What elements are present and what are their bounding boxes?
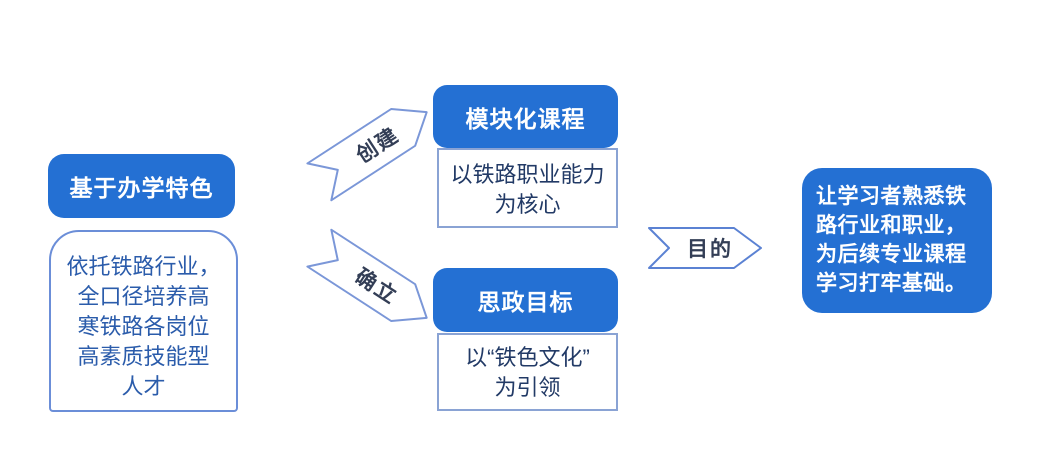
node-ideological-goal-header: 思政目标 [433,268,618,332]
node-ideological-goal-label: 思政目标 [477,289,574,315]
node-modular-courses-header: 模块化课程 [433,85,618,148]
body-line: 以铁路职业能力 [450,162,605,187]
node-modular-courses-label: 模块化课程 [465,105,586,132]
body-line: 为核心 [494,192,561,217]
node-purpose-description: 让学习者熟悉铁 路行业和职业， 为后续专业课程 学习打牢基础。 [802,168,992,313]
chevron-establish-label: 确立 [350,264,402,310]
node-school-feature-header: 基于办学特色 [48,154,235,218]
chevron-banner-shape [306,107,428,202]
body-line: 依托铁路行业， [66,254,221,279]
node-school-feature-body: 依托铁路行业， 全口径培养高 寒铁路各岗位 高素质技能型 人才 [49,230,238,412]
body-line: 全口径培养高 [77,284,210,309]
body-line: 以“铁色文化” [465,345,590,370]
chevron-banner-shape [648,227,762,269]
chevron-create: 创建 [306,92,440,202]
body-line: 为后续专业课程 [816,243,967,266]
body-line: 高素质技能型 [77,344,210,369]
body-line: 为引领 [494,375,561,400]
chevron-banner-shape [306,228,428,323]
chevron-create-label: 创建 [352,123,404,168]
body-line: 寒铁路各岗位 [77,314,210,339]
node-ideological-goal-body: 以“铁色文化” 为引领 [437,333,618,411]
chevron-purpose-label: 目的 [687,238,733,261]
body-line: 路行业和职业， [816,214,967,237]
body-line: 让学习者熟悉铁 [816,185,967,208]
node-school-feature-label: 基于办学特色 [69,175,214,201]
body-line: 学习打牢基础。 [816,272,967,295]
body-line: 人才 [121,374,166,399]
chevron-purpose: 目的 [648,227,762,269]
node-modular-courses-body: 以铁路职业能力 为核心 [437,148,618,228]
chevron-establish: 确立 [306,228,440,337]
